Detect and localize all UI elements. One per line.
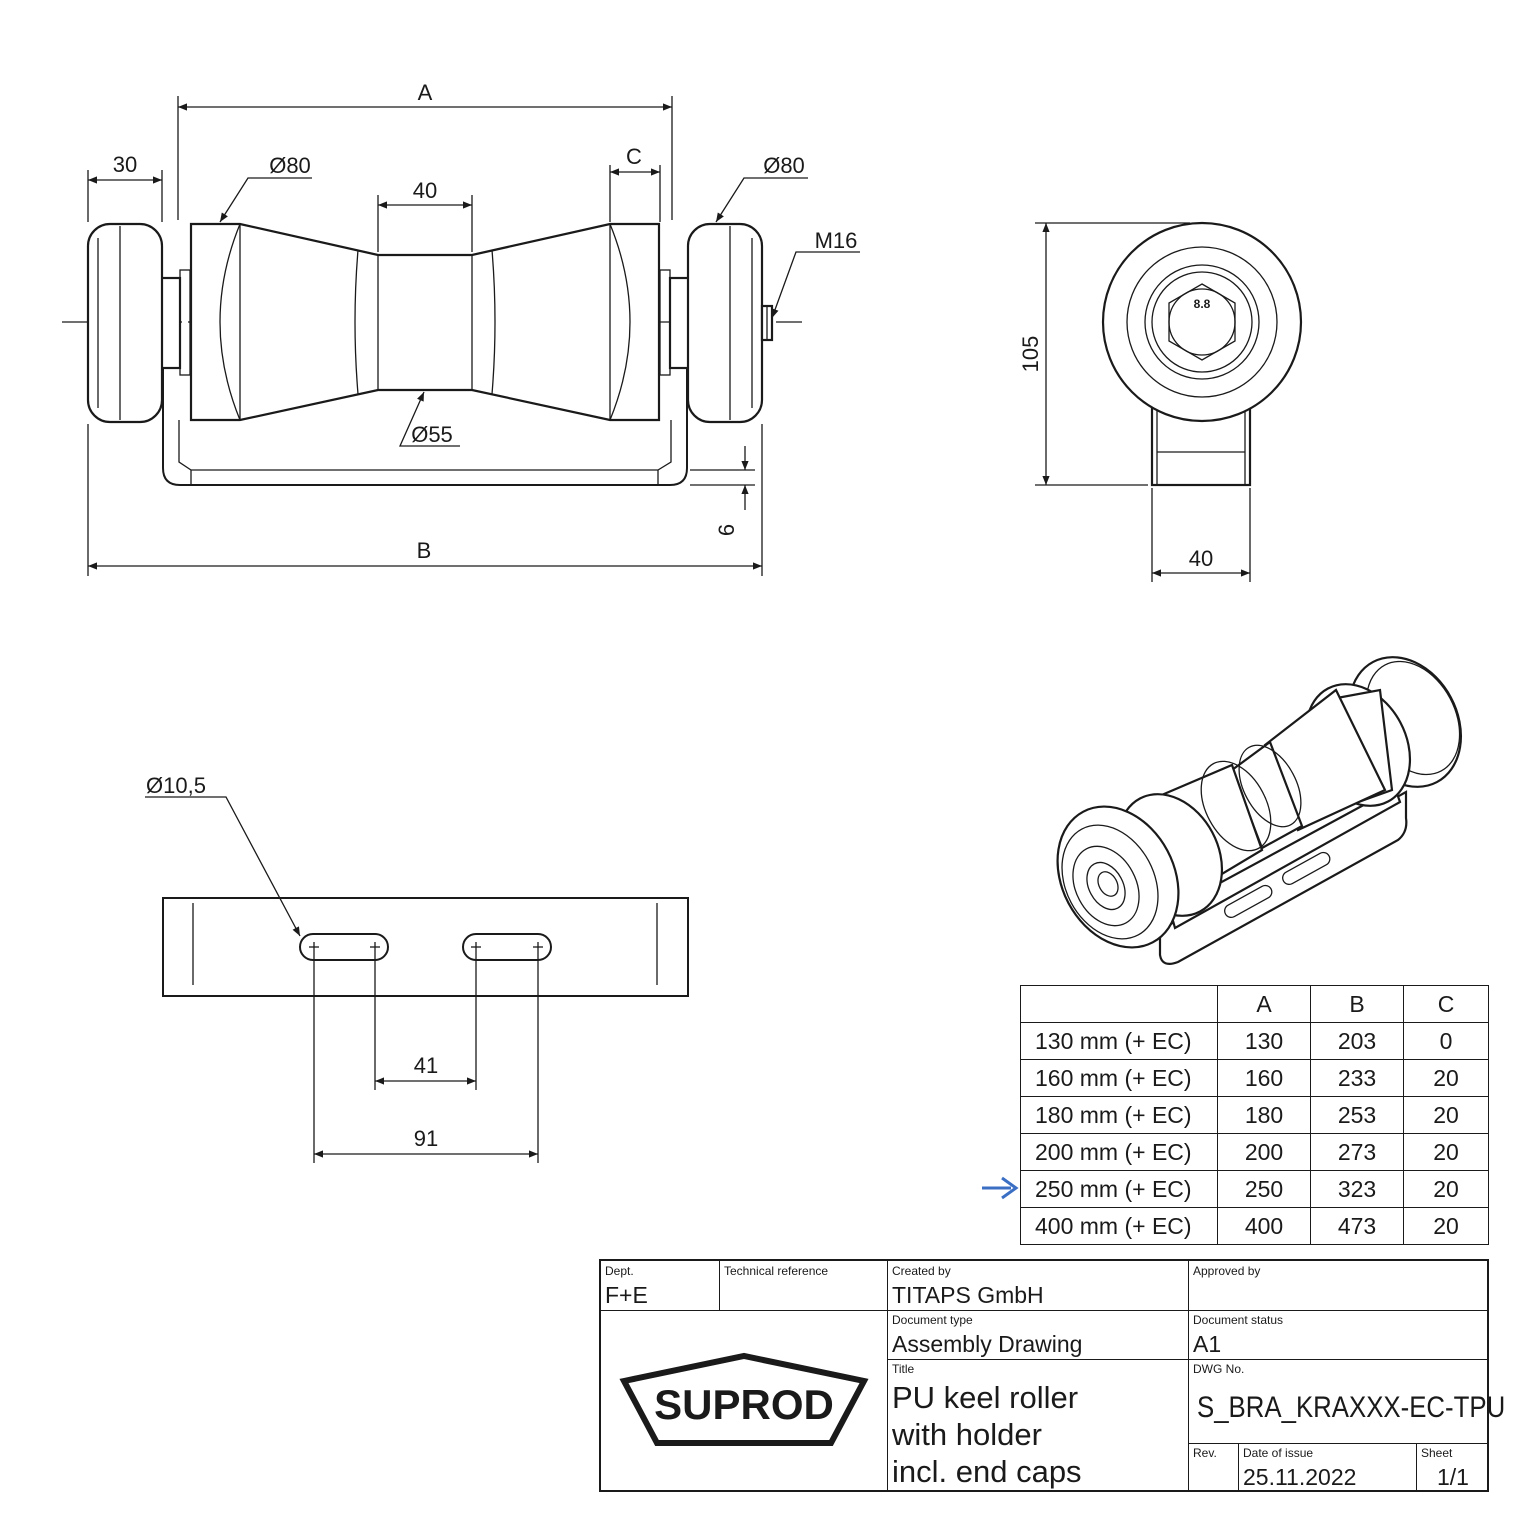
c-cell: 20 <box>1403 1207 1489 1245</box>
table-header-c: C <box>1403 985 1489 1023</box>
dept-value: F+E <box>605 1282 648 1308</box>
size-cell: 400 mm (+ EC) <box>1020 1207 1218 1245</box>
c-cell: 20 <box>1403 1059 1489 1097</box>
highlight-arrow-icon <box>982 1176 1019 1200</box>
title-line-3: incl. end caps <box>892 1454 1082 1489</box>
base-plate <box>162 897 689 997</box>
table-row: 130 mm (+ EC) 130 203 0 <box>1020 1022 1489 1060</box>
size-cell: 200 mm (+ EC) <box>1020 1133 1218 1171</box>
doc-status-label: Document status <box>1193 1313 1284 1327</box>
dim-hole-label: Ø10,5 <box>146 773 206 798</box>
dim-thread-label: M16 <box>815 228 858 253</box>
dim-slot-gap-label: 41 <box>414 1053 438 1078</box>
doc-type-value: Assembly Drawing <box>892 1331 1083 1357</box>
dim-slot-span-label: 91 <box>414 1126 438 1151</box>
b-cell: 273 <box>1310 1133 1404 1171</box>
logo-text: SUPROD <box>654 1381 834 1428</box>
table-header-b: B <box>1310 985 1404 1023</box>
table-row-highlighted: 250 mm (+ EC) 250 323 20 <box>1020 1170 1489 1208</box>
tech-ref-label: Technical reference <box>724 1264 829 1278</box>
b-cell: 233 <box>1310 1059 1404 1097</box>
dim-c-label: C <box>626 144 642 169</box>
dim-40-label: 40 <box>413 178 437 203</box>
size-cell: 160 mm (+ EC) <box>1020 1059 1218 1097</box>
c-cell: 0 <box>1403 1022 1489 1060</box>
b-cell: 473 <box>1310 1207 1404 1245</box>
c-cell: 20 <box>1403 1170 1489 1208</box>
dim-30-label: 30 <box>113 152 137 177</box>
slot-right <box>462 933 552 961</box>
sheet-value: 1/1 <box>1437 1464 1469 1490</box>
side-view: 8.8 105 40 <box>1018 221 1303 582</box>
dim-side-width-label: 40 <box>1189 546 1213 571</box>
suprod-logo: SUPROD <box>619 1352 869 1446</box>
a-cell: 200 <box>1217 1133 1311 1171</box>
left-end-cap <box>86 222 164 424</box>
title-label: Title <box>892 1362 915 1376</box>
table-header-row: A B C <box>1020 985 1489 1023</box>
slot-left <box>299 933 389 961</box>
plate-view: Ø10,5 41 91 <box>145 773 689 1163</box>
dwg-no-label: DWG No. <box>1193 1362 1245 1376</box>
isometric-view <box>1056 656 1463 965</box>
dim-right-diameter-label: Ø80 <box>763 153 805 178</box>
keel-roller-body <box>189 222 661 422</box>
doc-type-label: Document type <box>892 1313 973 1327</box>
bolt-grade-label: 8.8 <box>1194 297 1211 311</box>
table-row: 400 mm (+ EC) 400 473 20 <box>1020 1207 1489 1245</box>
table-row: 180 mm (+ EC) 180 253 20 <box>1020 1096 1489 1134</box>
size-cell: 250 mm (+ EC) <box>1020 1170 1218 1208</box>
title-block: Dept. F+E Technical reference Created by… <box>599 1259 1505 1492</box>
front-view: A 30 40 C Ø80 Ø80 M16 Ø55 B <box>62 80 860 576</box>
c-cell: 20 <box>1403 1096 1489 1134</box>
b-cell: 323 <box>1310 1170 1404 1208</box>
dim-a-label: A <box>418 80 433 105</box>
a-cell: 160 <box>1217 1059 1311 1097</box>
created-by-label: Created by <box>892 1264 951 1278</box>
dept-label: Dept. <box>605 1264 634 1278</box>
created-by-value: TITAPS GmbH <box>892 1282 1044 1308</box>
dim-105-label: 105 <box>1018 336 1043 373</box>
dim-b-label: B <box>417 538 432 563</box>
date-label: Date of issue <box>1243 1446 1314 1460</box>
c-cell: 20 <box>1403 1133 1489 1171</box>
table-header-a: A <box>1217 985 1311 1023</box>
variant-table: A B C 130 mm (+ EC) 130 203 0 160 mm (+ … <box>1020 985 1489 1245</box>
size-cell: 180 mm (+ EC) <box>1020 1096 1218 1134</box>
title-line-2: with holder <box>892 1417 1042 1452</box>
dim-plate-thickness-label: 6 <box>714 524 739 536</box>
a-cell: 130 <box>1217 1022 1311 1060</box>
sheet-label: Sheet <box>1421 1446 1453 1460</box>
b-cell: 253 <box>1310 1096 1404 1134</box>
dwg-no-value: S_BRA_KRAXXX-EC-TPU <box>1197 1391 1506 1424</box>
dim-center-diameter-label: Ø55 <box>411 422 453 447</box>
a-cell: 250 <box>1217 1170 1311 1208</box>
table-header-size <box>1020 985 1218 1023</box>
size-cell: 130 mm (+ EC) <box>1020 1022 1218 1060</box>
table-row: 200 mm (+ EC) 200 273 20 <box>1020 1133 1489 1171</box>
bracket <box>162 278 688 486</box>
title-line-1: PU keel roller <box>892 1380 1079 1415</box>
a-cell: 400 <box>1217 1207 1311 1245</box>
a-cell: 180 <box>1217 1096 1311 1134</box>
approved-by-label: Approved by <box>1193 1264 1261 1278</box>
date-value: 25.11.2022 <box>1243 1464 1357 1490</box>
b-cell: 203 <box>1310 1022 1404 1060</box>
right-end-cap <box>686 222 764 424</box>
rev-label: Rev. <box>1193 1446 1217 1460</box>
table-row: 160 mm (+ EC) 160 233 20 <box>1020 1059 1489 1097</box>
dim-left-diameter-label: Ø80 <box>269 153 311 178</box>
doc-status-value: A1 <box>1193 1331 1222 1357</box>
